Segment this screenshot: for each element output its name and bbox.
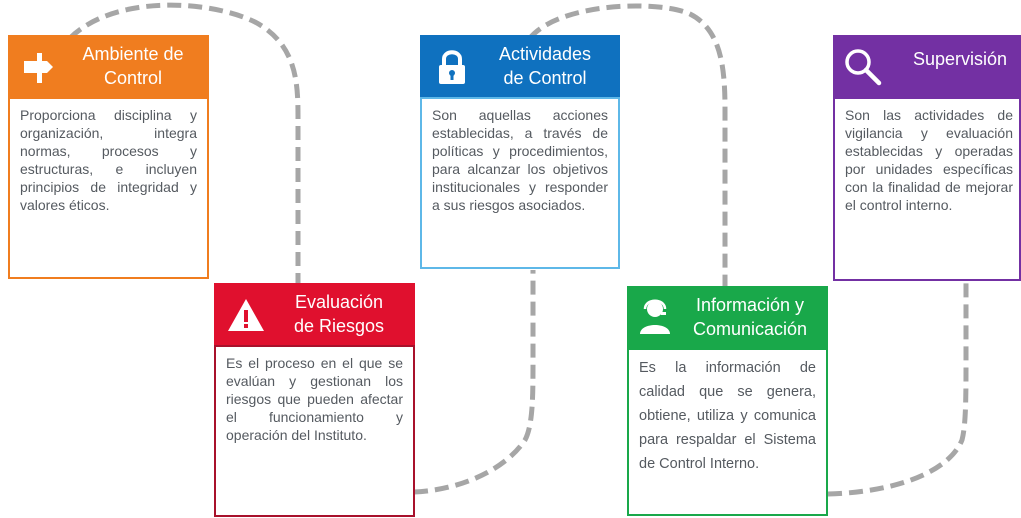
- warning-icon: [226, 295, 266, 335]
- card-header: Actividades de Control: [420, 35, 620, 97]
- card-body: Son las actividades de vigilancia y eval…: [833, 97, 1021, 281]
- card-header: Información y Comunicación: [627, 286, 828, 348]
- signpost-icon: [20, 47, 60, 87]
- lock-icon: [432, 47, 472, 87]
- card-title: Información y Comunicación: [692, 295, 808, 339]
- support-agent-icon: [635, 296, 675, 336]
- card-title: Evaluación de Riesgos: [293, 292, 385, 336]
- card-title: Actividades de Control: [498, 44, 592, 88]
- magnifier-icon: [841, 45, 882, 86]
- card-body: Son aquellas acciones establecidas, a tr…: [420, 97, 620, 269]
- card-title: Ambiente de Control: [82, 44, 184, 88]
- card-header: Ambiente de Control: [8, 35, 209, 97]
- card-body: Es el proceso en el que se evalúan y ges…: [214, 345, 415, 517]
- card-title: Supervisión: [912, 49, 1008, 69]
- card-body: Es la información de calidad que se gene…: [627, 348, 828, 516]
- card-body: Proporciona disciplina y organización, i…: [8, 97, 209, 279]
- card-header: Supervisión: [833, 35, 1021, 97]
- card-header: Evaluación de Riesgos: [214, 283, 415, 345]
